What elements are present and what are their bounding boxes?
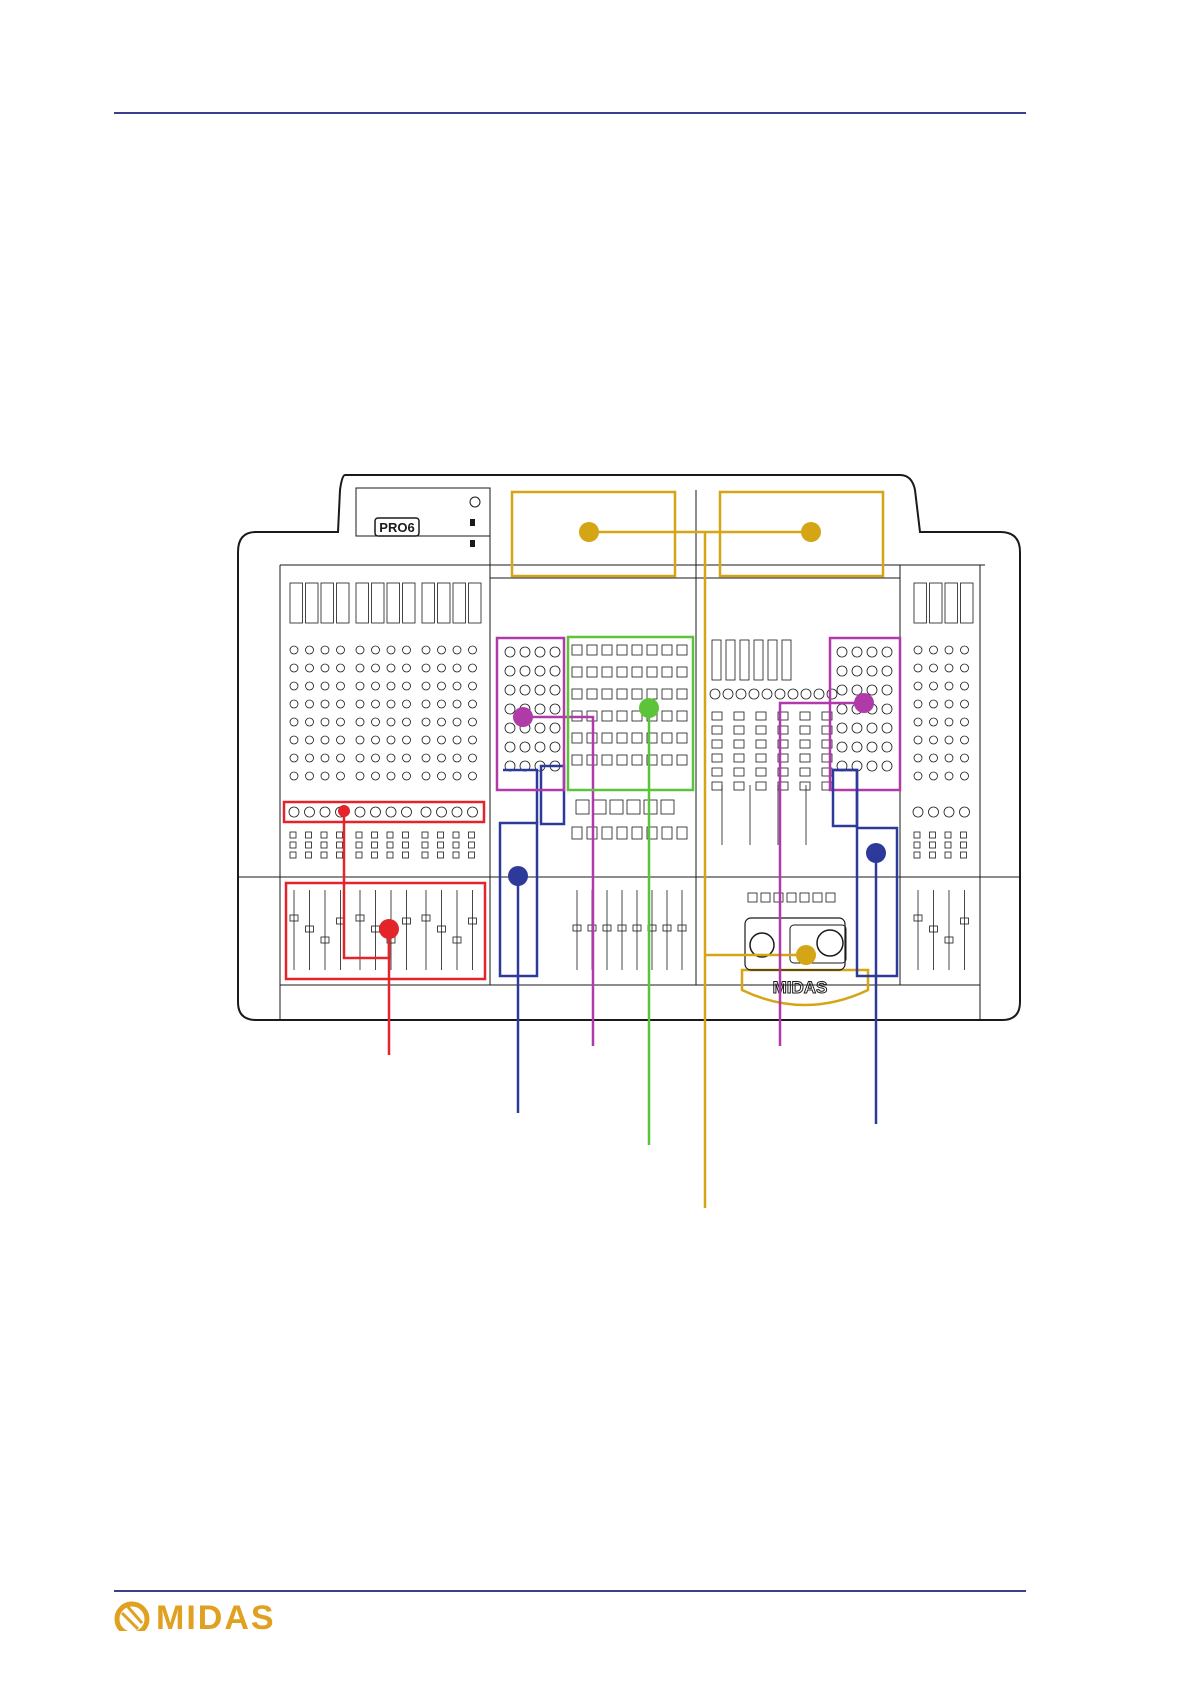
pro6-logo: PRO6: [375, 497, 480, 547]
console-outline: [238, 475, 1020, 1020]
callout-red: [284, 802, 485, 1055]
midas-footer-text: MIDAS: [156, 1599, 276, 1631]
callout-blue-left: [500, 766, 564, 1113]
channel-strips: [289, 583, 973, 970]
pro6-logo-text: PRO6: [379, 520, 414, 535]
callout-gold: [512, 492, 883, 1208]
midas-emblem-icon: [117, 1604, 147, 1631]
midas-footer-logo: MIDAS: [112, 1583, 352, 1631]
